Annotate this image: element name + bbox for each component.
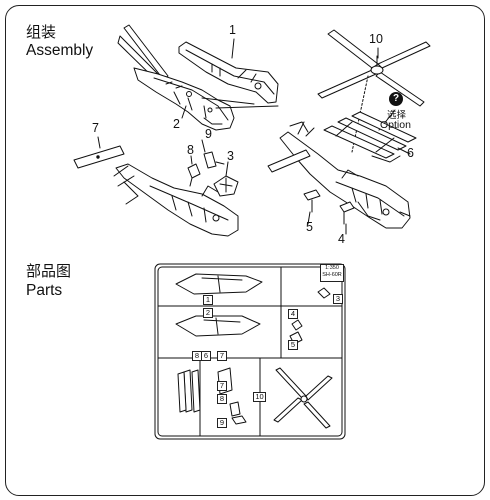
part-5-small-wheel-drawing [303,189,321,213]
parts-title-en: Parts [26,282,63,299]
assembled-helicopter-left-drawing [113,163,239,237]
sprue-tag-5: 5 [288,340,298,350]
sprue-part-3-drawing [317,287,331,299]
sprue-tag-1: 1 [203,295,213,305]
callout-4: 4 [338,232,345,246]
sprue-part-10-drawing [273,367,333,429]
part-4-small-antenna-drawing [339,201,355,225]
sprue-tag-7a: 7 [217,351,227,361]
callout-10: 10 [369,32,383,46]
sprue-tag-10: 10 [253,392,266,402]
sprue-part-1-drawing [175,273,263,295]
sprue-tag-8b: 8 [217,394,227,404]
model-label: SH-60R [322,272,342,278]
sprue-part-4-drawing [291,319,303,331]
sprue-tag-3: 3 [333,294,343,304]
parts-title-zh: 部品图 [26,262,72,280]
sprue-tag-6: 6 [201,351,211,361]
assembly-title-zh: 组装 [26,23,57,41]
sprue-tag-4: 4 [288,309,298,319]
sprue-part-6-drawing [177,369,201,413]
part-3-dome-drawing [213,175,239,197]
sprue-tag-2: 2 [203,308,213,318]
callout-8: 8 [187,143,194,157]
sprue-tag-7b: 7 [217,381,227,391]
sprue-frame-drawing [154,263,346,440]
sprue-part-8-drawing [229,401,241,417]
sprue-tag-9: 9 [217,418,227,428]
callout-5: 5 [306,220,313,234]
scale-label: 1:350 [325,265,339,271]
question-mark-icon: ? [389,92,403,106]
callout-1: 1 [229,23,236,37]
assembled-helicopter-right-drawing [267,121,411,229]
assembly-illustrations [73,24,431,237]
assembly-title-en: Assembly [26,42,94,59]
callout-3: 3 [227,149,234,163]
instruction-sheet: 组装 Assembly 部品图 Parts [5,5,485,496]
option-label-zh: 选择 [387,110,407,121]
part-9-small-drawing [203,151,225,169]
sprue-part-2-drawing [175,315,261,337]
option-label-en: Option [380,119,411,131]
scale-model-tag: 1:350 SH-60R [320,264,344,282]
part-10-rotor-cross-drawing [317,29,431,107]
callout-6: 6 [407,146,414,160]
callout-7: 7 [92,121,99,135]
callout-2: 2 [173,117,180,131]
sprue-part-9-drawing [231,415,247,425]
part-6-float-frame-drawing [323,111,417,163]
part-8-small-drawing [187,163,201,187]
part-1-upper-fuselage-drawing [178,41,279,104]
part-7-stabilizer-plate-drawing [73,145,125,169]
sprue-tag-8a: 8 [192,351,202,361]
callout-9: 9 [205,127,212,141]
